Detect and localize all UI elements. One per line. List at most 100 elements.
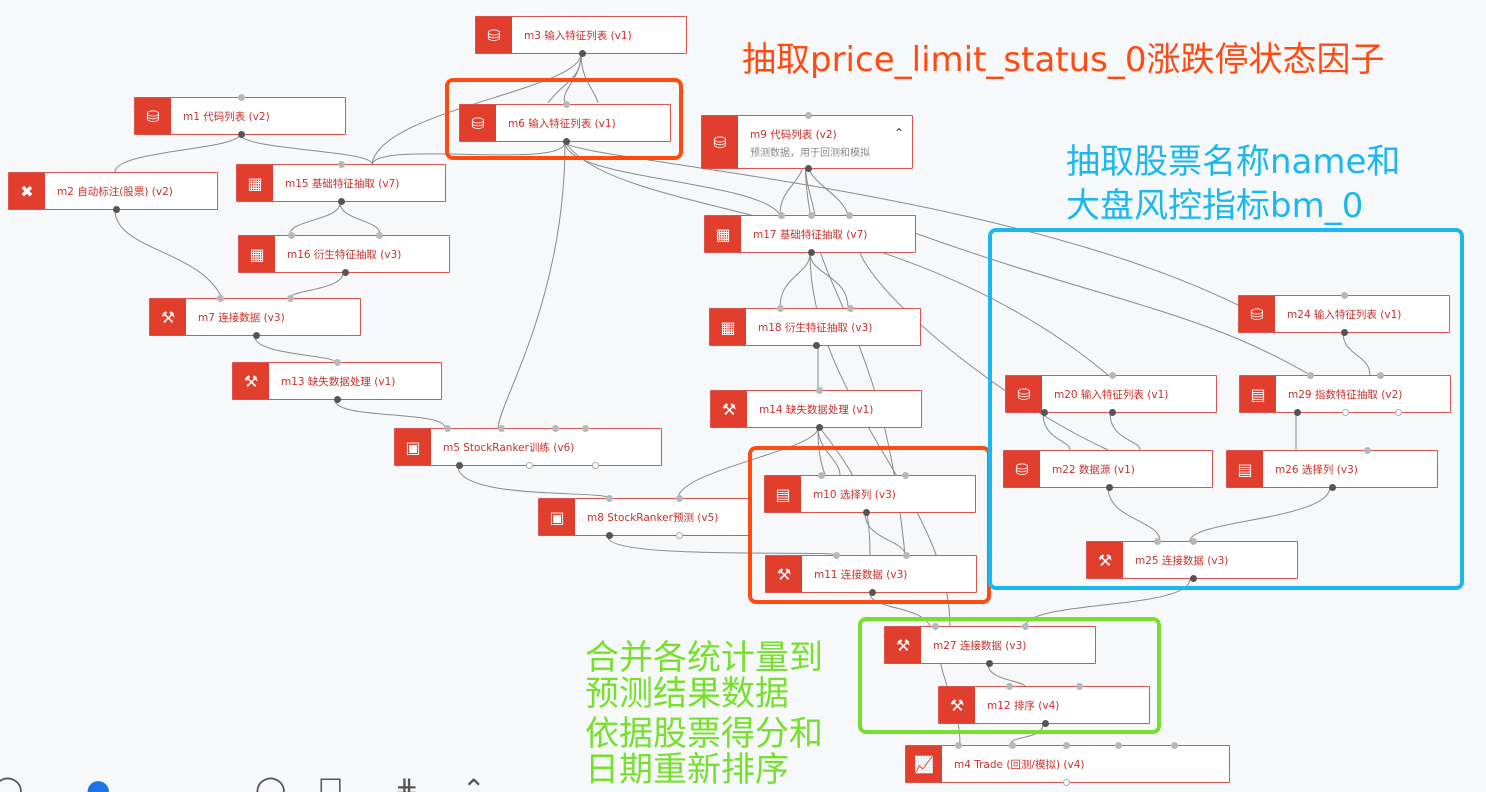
node-m15[interactable]: ▦m15 基础特征抽取 (v7): [236, 161, 446, 205]
output-port[interactable]: [579, 50, 586, 57]
input-port[interactable]: [498, 425, 505, 432]
node-m17[interactable]: ▦m17 基础特征抽取 (v7): [704, 212, 916, 256]
output-port[interactable]: [816, 424, 823, 431]
output-port[interactable]: [676, 532, 683, 539]
input-port[interactable]: [1364, 447, 1371, 454]
node-m3[interactable]: ⛁m3 输入特征列表 (v1): [475, 16, 687, 57]
chevron-up-icon[interactable]: ⌃: [893, 126, 904, 140]
output-port[interactable]: [238, 131, 245, 138]
node-m16[interactable]: ▦m16 衍生特征抽取 (v3): [238, 232, 450, 276]
input-port[interactable]: [846, 212, 853, 219]
output-port[interactable]: [592, 462, 599, 469]
output-port[interactable]: [813, 342, 820, 349]
input-port[interactable]: [818, 472, 825, 479]
node-m5[interactable]: ▣m5 StockRanker训练 (v6): [394, 425, 662, 469]
input-port[interactable]: [903, 552, 910, 559]
output-port[interactable]: [1342, 409, 1349, 416]
input-port[interactable]: [955, 742, 962, 749]
output-port[interactable]: [456, 462, 463, 469]
node-m8[interactable]: ▣m8 StockRanker预测 (v5): [538, 495, 752, 539]
input-port[interactable]: [902, 472, 909, 479]
output-port[interactable]: [1190, 575, 1197, 582]
input-port[interactable]: [376, 232, 383, 239]
input-port[interactable]: [338, 161, 345, 168]
search-icon[interactable]: ◯: [255, 774, 287, 792]
output-port[interactable]: [338, 198, 345, 205]
input-port[interactable]: [217, 295, 224, 302]
node-m27[interactable]: ⚒m27 连接数据 (v3): [884, 623, 1096, 667]
output-port[interactable]: [1395, 409, 1402, 416]
node-m26[interactable]: ▤m26 选择列 (v3): [1226, 447, 1438, 491]
node-m29[interactable]: ▤m29 指数特征抽取 (v2): [1239, 372, 1451, 416]
input-port[interactable]: [833, 552, 840, 559]
output-port[interactable]: [863, 509, 870, 516]
output-port[interactable]: [563, 138, 570, 145]
node-m24[interactable]: ⛁m24 输入特征列表 (v1): [1238, 292, 1450, 336]
node-m10[interactable]: ▤m10 选择列 (v3): [764, 472, 976, 516]
output-port[interactable]: [606, 532, 613, 539]
node-m20[interactable]: ⛁m20 输入特征列表 (v1): [1005, 372, 1217, 416]
output-port[interactable]: [1063, 779, 1070, 786]
input-port[interactable]: [582, 425, 589, 432]
output-port[interactable]: [808, 249, 815, 256]
input-port[interactable]: [676, 495, 683, 502]
output-port[interactable]: [253, 332, 260, 339]
input-port[interactable]: [287, 295, 294, 302]
node-m13[interactable]: ⚒m13 缺失数据处理 (v1): [232, 359, 442, 403]
input-port[interactable]: [1377, 372, 1384, 379]
input-port[interactable]: [1109, 372, 1116, 379]
input-port[interactable]: [808, 212, 815, 219]
input-port[interactable]: [444, 425, 451, 432]
output-port[interactable]: [869, 589, 876, 596]
node-m1[interactable]: ⛁m1 代码列表 (v2): [134, 94, 346, 138]
output-port[interactable]: [342, 269, 349, 276]
input-port[interactable]: [1154, 538, 1161, 545]
input-port[interactable]: [1009, 742, 1016, 749]
output-port[interactable]: [986, 660, 993, 667]
node-m14[interactable]: ⚒m14 缺失数据处理 (v1): [710, 387, 922, 431]
input-port[interactable]: [1171, 742, 1178, 749]
node-m12[interactable]: ⚒m12 排序 (v4): [938, 683, 1150, 727]
input-port[interactable]: [238, 94, 245, 101]
zoom-icon[interactable]: ◯: [0, 774, 24, 792]
up-icon[interactable]: ⌃: [462, 774, 486, 792]
dot-icon[interactable]: ●: [86, 774, 111, 792]
input-port[interactable]: [1190, 538, 1197, 545]
node-m4[interactable]: 📈m4 Trade (回测/模拟) (v4): [905, 742, 1230, 786]
output-port[interactable]: [1341, 329, 1348, 336]
node-m7[interactable]: ⚒m7 连接数据 (v3): [149, 295, 361, 339]
node-m18[interactable]: ▦m18 衍生特征抽取 (v3): [709, 305, 921, 349]
grid-icon[interactable]: ⋕: [395, 774, 419, 792]
input-port[interactable]: [777, 305, 784, 312]
output-port[interactable]: [1294, 409, 1301, 416]
input-port[interactable]: [288, 232, 295, 239]
output-port[interactable]: [805, 165, 812, 172]
input-port[interactable]: [932, 623, 939, 630]
output-port[interactable]: [1109, 409, 1116, 416]
input-port[interactable]: [1063, 742, 1070, 749]
output-port[interactable]: [1329, 484, 1336, 491]
output-port[interactable]: [526, 462, 533, 469]
input-port[interactable]: [552, 425, 559, 432]
input-port[interactable]: [816, 387, 823, 394]
input-port[interactable]: [334, 359, 341, 366]
input-port[interactable]: [1341, 292, 1348, 299]
node-m11[interactable]: ⚒m11 连接数据 (v3): [765, 552, 977, 596]
input-port[interactable]: [563, 101, 570, 108]
node-m2[interactable]: ✖m2 自动标注(股票) (v2): [8, 172, 218, 213]
output-port[interactable]: [113, 206, 120, 213]
node-m9[interactable]: ⛁m9 代码列表 (v2)预测数据，用于回测和模拟⌃: [701, 112, 913, 172]
node-m22[interactable]: ⛁m22 数据源 (v1): [1003, 450, 1213, 491]
output-port[interactable]: [334, 396, 341, 403]
input-port[interactable]: [805, 112, 812, 119]
node-m6[interactable]: ⛁m6 输入特征列表 (v1): [459, 101, 671, 145]
input-port[interactable]: [1076, 683, 1083, 690]
input-port[interactable]: [778, 212, 785, 219]
input-port[interactable]: [1115, 742, 1122, 749]
input-port[interactable]: [1006, 683, 1013, 690]
input-port[interactable]: [847, 305, 854, 312]
output-port[interactable]: [1041, 409, 1048, 416]
input-port[interactable]: [606, 495, 613, 502]
output-port[interactable]: [1042, 720, 1049, 727]
